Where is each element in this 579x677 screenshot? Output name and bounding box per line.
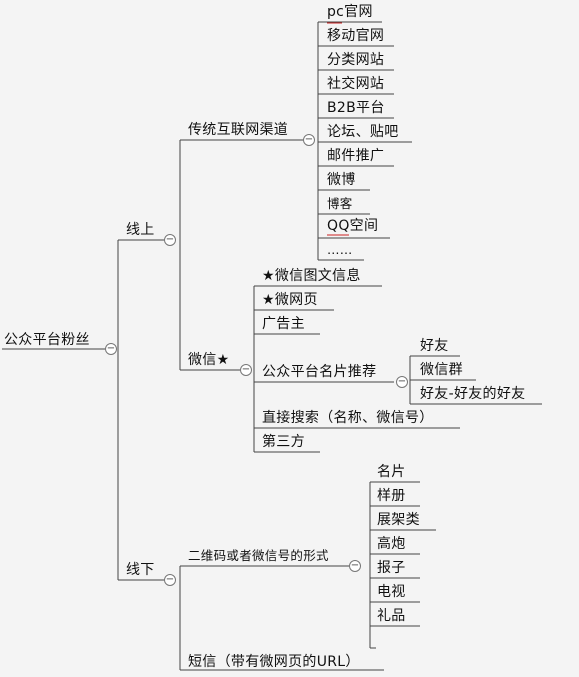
leaf-weibo[interactable]: 微博 <box>327 172 356 188</box>
collapse-icon[interactable]: − <box>105 343 117 355</box>
root-node[interactable]: 公众平台粉丝 <box>4 332 90 348</box>
leaf-business-card[interactable]: 名片 <box>377 464 406 480</box>
leaf-wechat-group[interactable]: 微信群 <box>420 362 463 378</box>
leaf-brochure[interactable]: 样册 <box>377 488 406 504</box>
collapse-icon[interactable]: − <box>303 134 315 146</box>
leaf-third-party[interactable]: 第三方 <box>262 434 305 450</box>
collapse-icon[interactable]: − <box>164 574 176 586</box>
leaf-mobile-site[interactable]: 移动官网 <box>327 28 385 44</box>
leaf-display-rack[interactable]: 展架类 <box>377 512 420 528</box>
node-online[interactable]: 线上 <box>126 222 155 238</box>
node-card-recommend[interactable]: 公众平台名片推荐 <box>262 364 377 380</box>
leaf-email[interactable]: 邮件推广 <box>327 148 385 164</box>
leaf-tv[interactable]: 电视 <box>377 584 406 600</box>
node-wechat[interactable]: 微信★ <box>188 352 230 368</box>
leaf-forum[interactable]: 论坛、贴吧 <box>327 124 399 140</box>
leaf-direct-search[interactable]: 直接搜索（名称、微信号） <box>262 410 434 426</box>
leaf-ellipsis[interactable]: …… <box>327 242 353 257</box>
node-sms[interactable]: 短信（带有微网页的URL） <box>188 654 360 670</box>
leaf-billboard[interactable]: 高炮 <box>377 536 406 552</box>
leaf-advertiser[interactable]: 广告主 <box>262 316 305 332</box>
node-qrcode[interactable]: 二维码或者微信号的形式 <box>188 548 329 563</box>
node-offline[interactable]: 线下 <box>126 562 155 578</box>
collapse-icon[interactable]: − <box>349 560 361 572</box>
leaf-blog[interactable]: 博客 <box>327 196 353 211</box>
leaf-newspaper[interactable]: 报子 <box>377 560 406 576</box>
node-traditional-internet[interactable]: 传统互联网渠道 <box>188 122 289 138</box>
leaf-pc-site[interactable]: pc官网 <box>327 4 373 20</box>
leaf-social[interactable]: 社交网站 <box>327 76 385 92</box>
collapse-icon[interactable]: − <box>164 234 176 246</box>
leaf-micro-page[interactable]: ★微网页 <box>262 292 318 308</box>
leaf-classified[interactable]: 分类网站 <box>327 52 385 68</box>
collapse-icon[interactable]: − <box>240 364 252 376</box>
leaf-friends[interactable]: 好友 <box>420 338 449 354</box>
leaf-qzone[interactable]: QQ空间 <box>327 218 379 234</box>
collapse-icon[interactable]: − <box>396 376 408 388</box>
leaf-friends-of-friends[interactable]: 好友-好友的好友 <box>420 386 526 402</box>
leaf-b2b[interactable]: B2B平台 <box>327 100 385 116</box>
leaf-wechat-article[interactable]: ★微信图文信息 <box>262 268 361 284</box>
leaf-gift[interactable]: 礼品 <box>377 608 406 624</box>
